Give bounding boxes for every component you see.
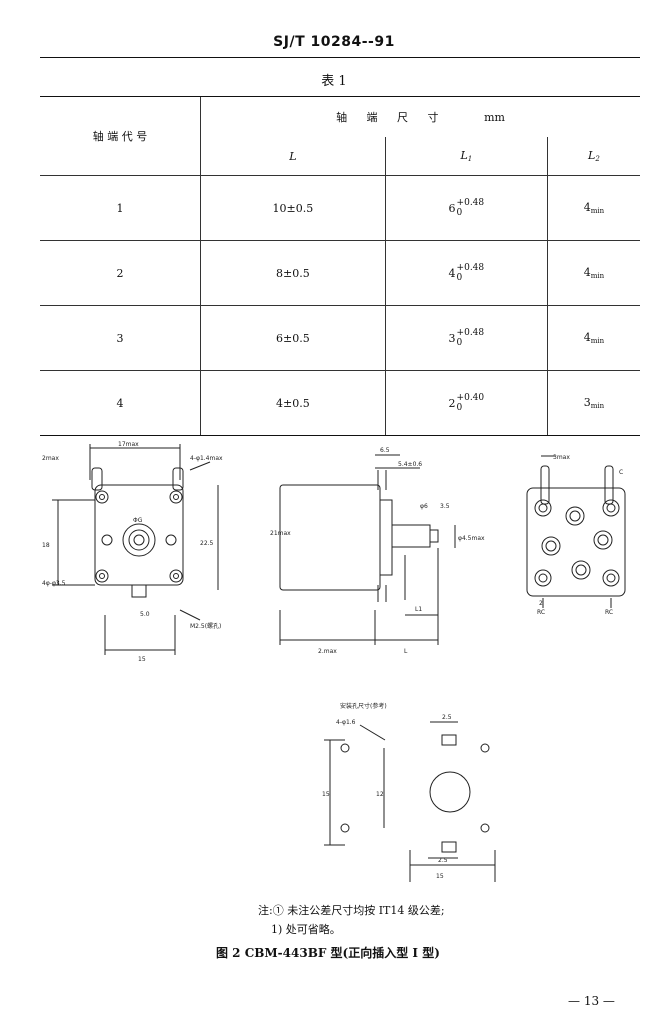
cell-L: 10±0.5 (200, 175, 386, 241)
back-label-rc1: 2 (539, 600, 543, 607)
cell-L2: 4min (546, 240, 640, 306)
cell-L: 6±0.5 (200, 305, 386, 371)
side-dim-shaft1: φ6 (420, 503, 428, 510)
table-caption: 表 1 (321, 74, 347, 89)
back-view-drawing: 3max C 2 RC RC (515, 448, 640, 623)
cell-L1-upper: +0.48 (456, 198, 485, 208)
mount-dim-bot-slot: 2.5 (438, 857, 448, 864)
front-height-right: 22.5 (200, 540, 214, 547)
standard-code: SJ/T 10284--91 (273, 34, 395, 50)
front-dim-bottom: 15 (138, 656, 146, 663)
row-header-cell: 轴 端 代 号 (40, 96, 201, 176)
side-dim-right: φ4.5max (458, 535, 485, 542)
cell-L2-base: 4 (583, 331, 591, 344)
cell-code: 2 (40, 240, 201, 306)
mount-dim-width: 15 (436, 873, 444, 880)
cell-L: 4±0.5 (200, 370, 386, 436)
mount-dim-hole: 4-φ1.6 (336, 719, 356, 726)
side-dim-height: 21max (270, 530, 291, 537)
back-label-rc2: RC (537, 609, 545, 616)
cell-L1-base: 6 (448, 201, 456, 215)
dimension-table: 轴 端 代 号 轴 端 尺 寸 mm L L1 L2 1 10±0.5 6+0.… (40, 96, 640, 436)
cell-L1-lower: 0 (456, 403, 463, 413)
col-header-L: L (200, 137, 386, 176)
cell-L1-base: 3 (448, 331, 456, 345)
cell-L2-sub: min (590, 337, 605, 345)
page-number: — 13 — (568, 994, 615, 1008)
note-line-2: 1) 处可省略。 (271, 923, 341, 936)
side-dim-top: 6.5 (380, 447, 390, 454)
col-header-L2-sub: 2 (595, 155, 600, 163)
cell-L1-upper: +0.40 (456, 393, 485, 403)
note-line-1: 注:① 未注公差尺寸均按 IT14 级公差; (258, 904, 445, 917)
group-header-cell: 轴 端 尺 寸 mm (200, 96, 640, 137)
cell-L2-sub: min (590, 207, 605, 215)
front-dim-width: 17max (118, 441, 139, 448)
col-header-L2-base: L (588, 149, 596, 162)
front-side-note: 4φ-φ3.5 (42, 580, 66, 587)
cell-code: 3 (40, 305, 201, 371)
cell-L2-base: 3 (583, 396, 591, 409)
side-dim-top2: 5.4±0.6 (398, 461, 422, 468)
cell-L2-base: 4 (583, 266, 591, 279)
cell-L2: 4min (546, 175, 640, 241)
col-header-L1-sub: 1 (467, 155, 473, 163)
cell-L1-lower: 0 (456, 273, 463, 283)
back-label-rc3: RC (605, 609, 613, 616)
side-label-bottom: 2.max (318, 648, 337, 655)
front-dim-tab: 5.0 (140, 611, 150, 618)
front-dim-top-left: 2max (42, 455, 59, 462)
side-label-L1: L1 (415, 606, 422, 613)
mount-title: 安装孔尺寸(参考) (340, 702, 387, 710)
side-view-drawing: 6.5 5.4±0.6 21max φ6 3.5 φ4.5max L1 L 2.… (270, 440, 495, 665)
col-header-L2: L2 (546, 137, 640, 176)
cell-L2-base: 4 (583, 201, 591, 214)
cell-L2-sub: min (590, 272, 605, 280)
front-screw-note: M2.5(螺孔) (190, 622, 221, 630)
cell-L1-base: 4 (448, 266, 456, 280)
mount-dim-vert: 15 (322, 791, 330, 798)
row-header-label: 轴 端 代 号 (92, 130, 148, 143)
front-hole-note: 4-φ1.4max (190, 455, 223, 462)
mount-dim-center: 12 (376, 791, 384, 798)
cell-L1-lower: 0 (456, 338, 463, 348)
front-view-drawing: 17max 4-φ1.4max 18 4φ-φ3.5 ΦG 5.0 M2.5(螺… (40, 440, 223, 665)
cell-L1-upper: +0.48 (456, 263, 485, 273)
mount-dim-slot: 2.5 (442, 714, 452, 721)
col-header-L1-base: L (460, 149, 468, 162)
back-dim-top: 3max (553, 454, 570, 461)
front-dim-height: 18 (42, 542, 50, 549)
cell-L1-base: 2 (448, 396, 456, 410)
side-dim-shaft2: 3.5 (440, 503, 450, 510)
side-label-L: L (404, 648, 408, 655)
mounting-hole-drawing: 安装孔尺寸(参考) 4-φ1.6 2.5 15 12 15 2.5 (300, 700, 505, 890)
cell-L2-sub: min (590, 402, 605, 410)
cell-L1-upper: +0.48 (456, 328, 485, 338)
cell-L1-lower: 0 (456, 208, 463, 218)
header-rule (40, 57, 640, 58)
cell-code: 4 (40, 370, 201, 436)
group-header-label: 轴 端 尺 寸 (336, 111, 447, 124)
col-header-L1: L1 (384, 137, 548, 176)
cell-code: 1 (40, 175, 201, 241)
front-center-label: ΦG (133, 517, 143, 524)
cell-L2: 3min (546, 370, 640, 436)
cell-L: 8±0.5 (200, 240, 386, 306)
cell-L2: 4min (546, 305, 640, 371)
figure-caption: 图 2 CBM-443BF 型(正向插入型 I 型) (216, 946, 440, 960)
back-label-c: C (619, 469, 623, 476)
unit-label: mm (484, 111, 505, 124)
